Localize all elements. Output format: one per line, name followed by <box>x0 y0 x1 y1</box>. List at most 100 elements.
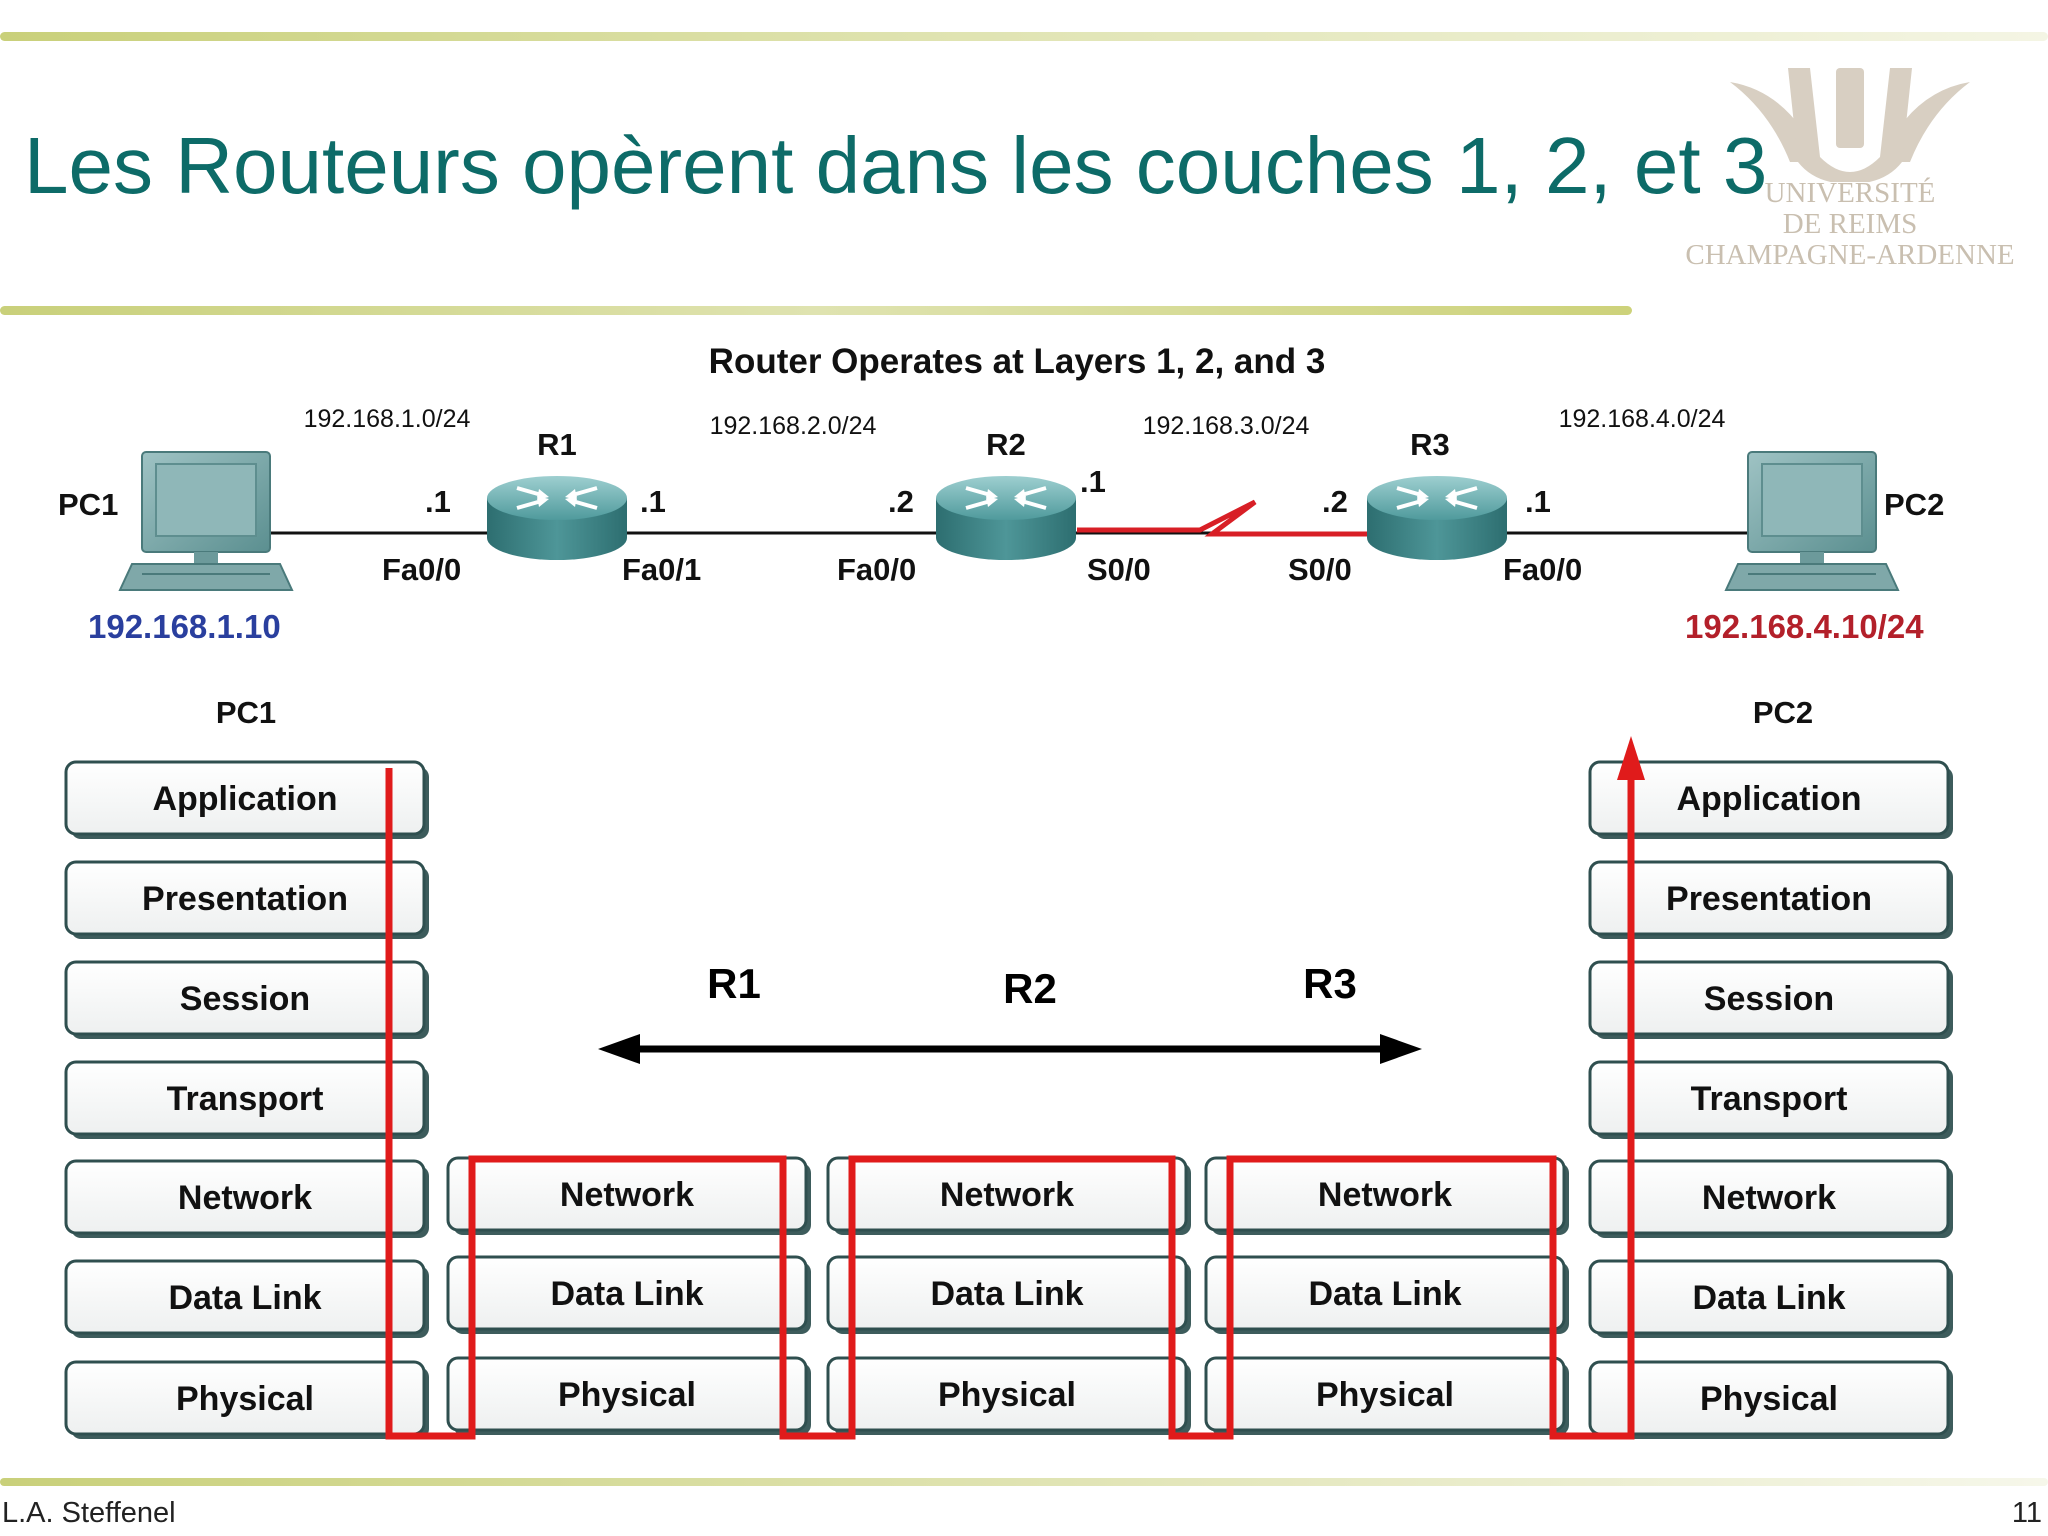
layer-box-physical: Physical <box>446 1356 811 1435</box>
host-id-label: .1 <box>1080 464 1106 499</box>
layer-label: Session <box>1704 980 1834 1018</box>
layer-box-data-link: Data Link <box>1588 1259 1953 1338</box>
layer-box-transport: Transport <box>64 1060 429 1139</box>
layer-label: Network <box>178 1179 312 1217</box>
arrowhead-up-icon <box>1617 736 1645 780</box>
layer-label: Physical <box>558 1376 696 1414</box>
data-path <box>385 736 1645 1440</box>
layer-box-presentation: Presentation <box>1588 860 1953 939</box>
layer-label: Network <box>1318 1176 1452 1214</box>
layer-box-data-link: Data Link <box>446 1255 811 1334</box>
layer-box-session: Session <box>64 960 429 1039</box>
double-arrow-icon <box>598 1034 1422 1064</box>
layer-label: Application <box>152 780 337 818</box>
layer-box-application: Application <box>1588 760 1953 839</box>
pc1-label: PC1 <box>58 487 118 522</box>
layer-label: Network <box>560 1176 694 1214</box>
layer-box-physical: Physical <box>1204 1356 1569 1435</box>
layer-label: Physical <box>1700 1380 1838 1418</box>
university-emblem-icon <box>1730 68 1970 184</box>
footer-rule <box>0 1478 2048 1486</box>
logo-line-1: UNIVERSITÉ <box>1764 177 1936 209</box>
logo-line-2: DE REIMS <box>1782 208 1918 240</box>
router-label: R3 <box>1410 427 1450 462</box>
layer-box-network: Network <box>1588 1159 1953 1238</box>
interface-label: Fa0/0 <box>382 552 461 587</box>
layer-box-data-link: Data Link <box>64 1259 429 1338</box>
host-id-label: .2 <box>888 484 914 519</box>
layer-box-network: Network <box>826 1156 1191 1235</box>
layer-label: Physical <box>938 1376 1076 1414</box>
logo-line-3: CHAMPAGNE-ARDENNE <box>1685 239 2015 271</box>
layer-box-network: Network <box>1204 1156 1569 1235</box>
interface-label: S0/0 <box>1288 552 1352 587</box>
pc1-ip-address: 192.168.1.10 <box>88 608 281 645</box>
layer-label: Presentation <box>142 880 348 918</box>
host-id-label: .1 <box>425 484 451 519</box>
interface-label: Fa0/0 <box>1503 552 1582 587</box>
layer-box-physical: Physical <box>64 1360 429 1439</box>
stack-header-pc2: PC2 <box>1753 695 1813 730</box>
host-id-label: .1 <box>640 484 666 519</box>
r1-router-icon <box>485 474 629 562</box>
top-rule <box>0 32 2048 41</box>
path-label: R3 <box>1303 960 1357 1007</box>
pc1-computer-icon <box>119 451 293 591</box>
layer-label: Data Link <box>168 1279 321 1317</box>
interface-label: Fa0/1 <box>622 552 701 587</box>
layer-label: Data Link <box>550 1275 703 1313</box>
pc2-label: PC2 <box>1884 487 1944 522</box>
layer-label: Session <box>180 980 310 1018</box>
layer-label: Data Link <box>930 1275 1083 1313</box>
layer-box-data-link: Data Link <box>826 1255 1191 1334</box>
pc2-computer-icon <box>1725 451 1899 591</box>
router-layers-diagram: Router Operates at Layers 1, 2, and 3 19… <box>58 342 1953 1440</box>
pc2-layer-stack: ApplicationPresentationSessionTransportN… <box>1588 760 1953 1439</box>
layer-box-presentation: Presentation <box>64 860 429 939</box>
layer-label: Application <box>1676 780 1861 818</box>
diagram-title: Router Operates at Layers 1, 2, and 3 <box>709 342 1326 381</box>
layer-label: Data Link <box>1692 1279 1845 1317</box>
layer-label: Physical <box>1316 1376 1454 1414</box>
pc1-layer-stack: ApplicationPresentationSessionTransportN… <box>64 760 429 1439</box>
host-id-label: .2 <box>1322 484 1348 519</box>
path-label: R2 <box>1003 965 1057 1012</box>
host-id-label: .1 <box>1525 484 1551 519</box>
layer-label: Network <box>940 1176 1074 1214</box>
network-label: 192.168.2.0/24 <box>710 412 877 440</box>
title-underline <box>0 306 1632 315</box>
r2-router-icon <box>934 474 1078 562</box>
layer-label: Presentation <box>1666 880 1872 918</box>
layer-box-network: Network <box>64 1159 429 1238</box>
network-label: 192.168.3.0/24 <box>1143 412 1310 440</box>
interface-label: Fa0/0 <box>837 552 916 587</box>
network-label: 192.168.1.0/24 <box>304 405 471 433</box>
path-label: R1 <box>707 960 761 1007</box>
layer-label: Transport <box>1691 1080 1848 1118</box>
layer-box-transport: Transport <box>1588 1060 1953 1139</box>
router-label: R2 <box>986 427 1026 462</box>
layer-box-data-link: Data Link <box>1204 1255 1569 1334</box>
r3-router-icon <box>1365 474 1509 562</box>
layer-box-physical: Physical <box>826 1356 1191 1435</box>
footer-author: L.A. Steffenel <box>2 1497 176 1529</box>
layer-label: Physical <box>176 1380 314 1418</box>
slide-title: Les Routeurs opèrent dans les couches 1,… <box>24 121 1768 210</box>
layer-box-session: Session <box>1588 960 1953 1039</box>
interface-label: S0/0 <box>1087 552 1151 587</box>
pc2-ip-address: 192.168.4.10/24 <box>1685 608 1924 645</box>
stack-header-pc1: PC1 <box>216 695 276 730</box>
university-logo: UNIVERSITÉ DE REIMS CHAMPAGNE-ARDENNE <box>1670 62 2030 282</box>
layer-box-network: Network <box>446 1156 811 1235</box>
layer-box-application: Application <box>64 760 429 839</box>
serial-link <box>1077 499 1372 537</box>
page-number: 11 <box>2011 1497 2042 1529</box>
layer-label: Network <box>1702 1179 1836 1217</box>
layer-label: Data Link <box>1308 1275 1461 1313</box>
layer-label: Transport <box>167 1080 324 1118</box>
layer-box-physical: Physical <box>1588 1360 1953 1439</box>
network-label: 192.168.4.0/24 <box>1559 405 1726 433</box>
